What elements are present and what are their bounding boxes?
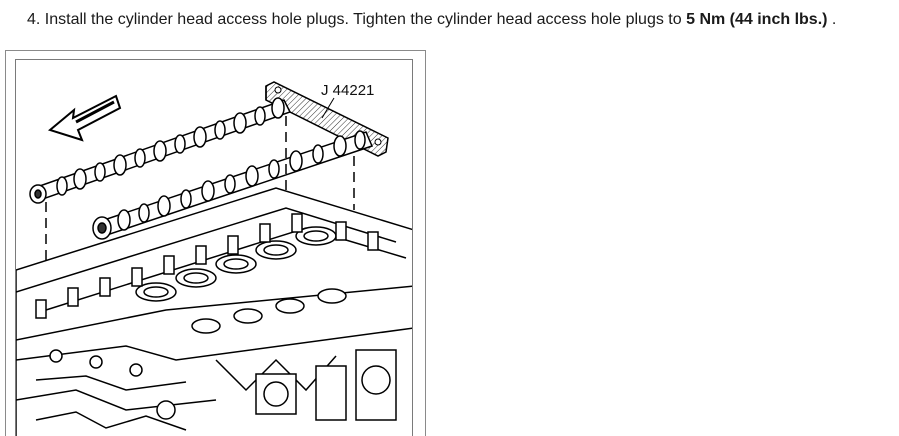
direction-arrow-icon [47,94,122,142]
illustration-panel: J 44221 [15,59,413,436]
step-text: Install the cylinder head access hole pl… [44,11,682,28]
torque-spec: 5 Nm (44 inch lbs.) [686,11,828,28]
step-text-end: . [831,11,837,28]
tool-callout-label: J 44221 [321,82,375,99]
engine-illustration [16,81,412,436]
step-number: 4. [27,11,41,28]
illustration-frame: J 44221 [5,50,426,436]
cylinder-head [16,187,412,436]
camshaft-lower [92,130,374,240]
instruction-step: 4. Install the cylinder head access hole… [27,10,836,30]
camshaft-upper [29,97,292,204]
